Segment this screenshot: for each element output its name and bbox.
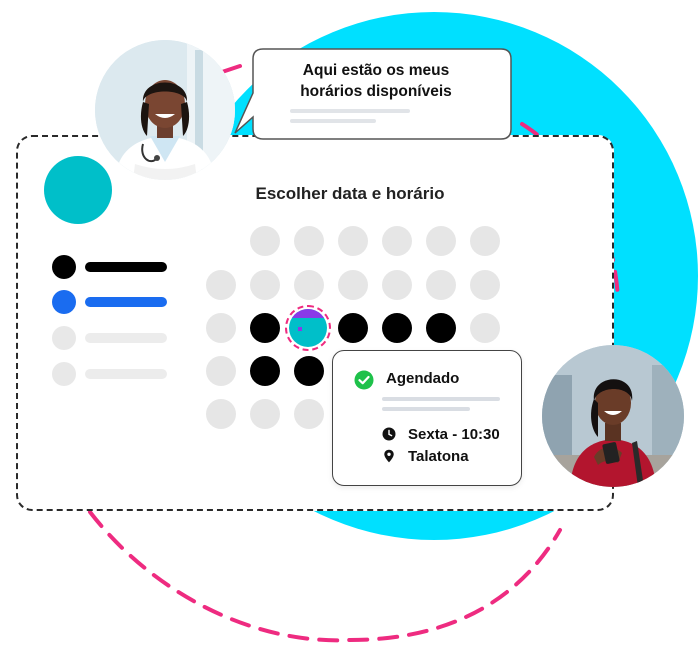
appointment-status: Agendado bbox=[386, 370, 460, 387]
calendar-day[interactable] bbox=[382, 270, 412, 300]
calendar-day[interactable] bbox=[206, 399, 236, 429]
calendar-day[interactable] bbox=[338, 270, 368, 300]
appointment-time: Sexta - 10:30 bbox=[408, 426, 500, 443]
calendar-day[interactable] bbox=[250, 226, 280, 256]
calendar-day-available[interactable] bbox=[426, 313, 456, 343]
calendar-day[interactable] bbox=[426, 226, 456, 256]
speech-bubble-line-1: Aqui estão os meus bbox=[302, 62, 450, 79]
check-circle-icon bbox=[354, 370, 374, 390]
calendar-day[interactable] bbox=[206, 356, 236, 386]
calendar-day[interactable] bbox=[382, 226, 412, 256]
selected-day-marker bbox=[298, 327, 302, 331]
calendar-day[interactable] bbox=[426, 270, 456, 300]
calendar-day-available[interactable] bbox=[382, 313, 412, 343]
list-dot-2[interactable] bbox=[52, 290, 76, 314]
speech-bubble-placeholder-line bbox=[290, 119, 376, 123]
speech-bubble-placeholder-line bbox=[290, 109, 410, 113]
calendar-day-available[interactable] bbox=[250, 313, 280, 343]
calendar-day[interactable] bbox=[206, 270, 236, 300]
list-bar-4[interactable] bbox=[85, 369, 167, 379]
calendar-day[interactable] bbox=[294, 270, 324, 300]
selected-day-fill bbox=[289, 309, 327, 347]
speech-bubble-line-2: horários disponíveis bbox=[300, 83, 452, 100]
speech-bubble-text: Aqui estão os meus horários disponíveis bbox=[276, 60, 476, 102]
appointment-line bbox=[382, 397, 500, 401]
calendar-day-available[interactable] bbox=[294, 356, 324, 386]
list-bar-1[interactable] bbox=[85, 262, 167, 272]
card-title: Escolher data e horário bbox=[255, 184, 445, 203]
clock-icon bbox=[382, 427, 396, 441]
list-dot-4[interactable] bbox=[52, 362, 76, 386]
calendar-day[interactable] bbox=[470, 226, 500, 256]
avatar-placeholder bbox=[44, 156, 112, 224]
selected-day-band bbox=[289, 309, 327, 318]
appointment-line bbox=[382, 407, 470, 411]
calendar-day-available[interactable] bbox=[338, 313, 368, 343]
calendar-day[interactable] bbox=[338, 226, 368, 256]
calendar-day[interactable] bbox=[470, 313, 500, 343]
calendar-day[interactable] bbox=[250, 270, 280, 300]
list-dot-1[interactable] bbox=[52, 255, 76, 279]
doctor-photo bbox=[95, 40, 235, 180]
list-bar-2[interactable] bbox=[85, 297, 167, 307]
location-pin-icon bbox=[384, 449, 394, 463]
calendar-day[interactable] bbox=[206, 313, 236, 343]
calendar-day[interactable] bbox=[470, 270, 500, 300]
speech-bubble bbox=[234, 48, 512, 140]
calendar-day-selected[interactable] bbox=[285, 305, 331, 351]
appointment-location: Talatona bbox=[408, 448, 469, 465]
calendar-day-available[interactable] bbox=[250, 356, 280, 386]
calendar-day[interactable] bbox=[294, 226, 324, 256]
calendar-day[interactable] bbox=[294, 399, 324, 429]
list-dot-3[interactable] bbox=[52, 326, 76, 350]
list-bar-3[interactable] bbox=[85, 333, 167, 343]
calendar-day[interactable] bbox=[250, 399, 280, 429]
patient-photo bbox=[542, 345, 684, 487]
